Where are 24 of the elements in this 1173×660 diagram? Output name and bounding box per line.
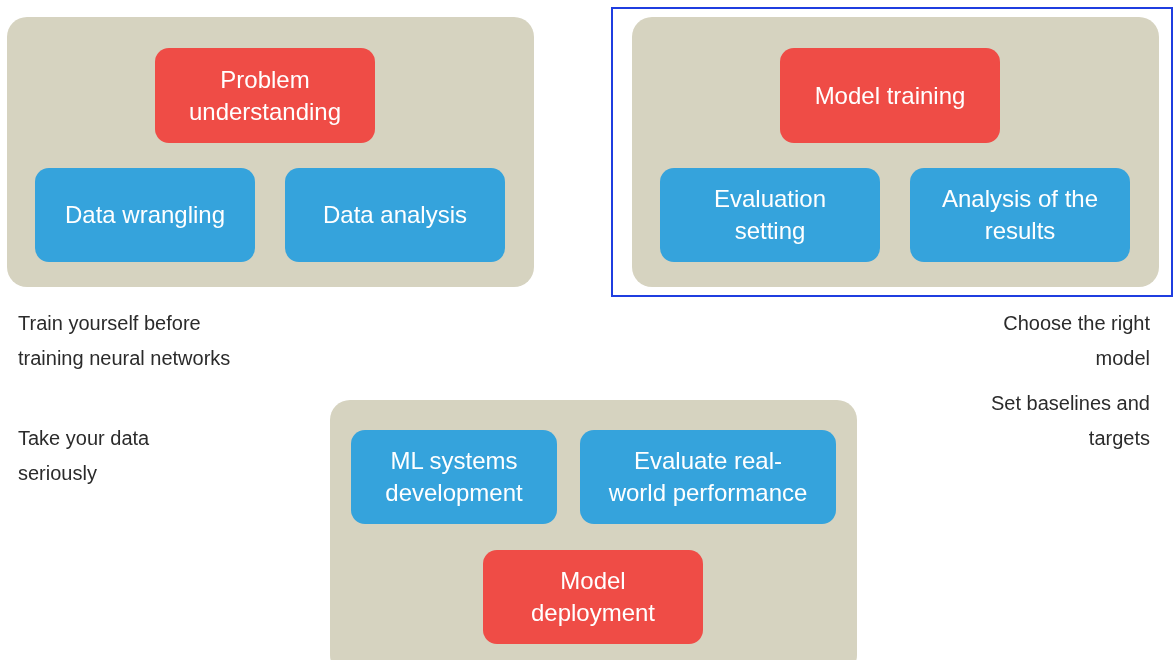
task-box (910, 168, 1130, 262)
task-box (285, 168, 505, 262)
task-box (780, 48, 1000, 143)
box-label: Problem understanding (187, 64, 343, 127)
box-label: Model deployment (529, 566, 657, 628)
note-text: Set baselines and targets (990, 391, 1150, 451)
task-box (660, 168, 880, 262)
note-text: Train yourself before training neural networks (18, 311, 232, 371)
note-text: Take your data seriously (18, 426, 151, 486)
group-panel (7, 17, 534, 287)
box-label: ML systems development (384, 446, 524, 508)
box-label: Evaluate real-world performance (607, 446, 809, 508)
task-box (155, 48, 375, 143)
box-label: Model training (813, 80, 967, 111)
task-box (580, 430, 836, 524)
box-label: Data analysis (321, 200, 469, 230)
box-label: Analysis of the results (940, 184, 1100, 246)
box-label: Evaluation setting (712, 184, 828, 246)
group-panel (330, 400, 857, 660)
task-box (483, 550, 703, 644)
task-box (351, 430, 557, 524)
note-text: Choose the right model (1002, 311, 1150, 371)
task-box (35, 168, 255, 262)
box-label: Data wrangling (63, 200, 227, 230)
